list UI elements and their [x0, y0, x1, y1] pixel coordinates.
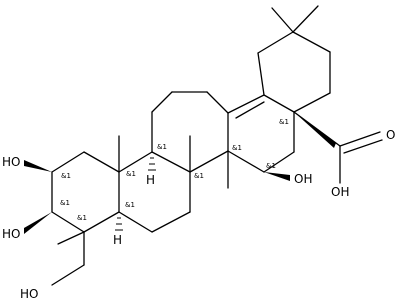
label-oh-c16: OH — [294, 172, 312, 186]
label-oh-c2: HO — [2, 155, 20, 169]
label-oh-c3: HO — [2, 227, 20, 241]
bond-skeleton — [51, 5, 383, 286]
stereo-hashes — [115, 157, 156, 231]
stereo-mark: &1 — [232, 144, 242, 152]
stereo-mark: &1 — [266, 162, 276, 170]
label-acid-oh: OH — [331, 185, 349, 199]
stereo-mark: &1 — [61, 172, 71, 180]
label-h-c5: H — [113, 233, 122, 247]
stereo-mark: &1 — [60, 199, 70, 207]
stereo-mark: &1 — [126, 170, 136, 178]
label-oh-ch2: HO — [20, 287, 38, 301]
stereo-mark: &1 — [157, 143, 167, 151]
label-acid-o: O — [386, 128, 395, 142]
stereo-wedges — [24, 112, 336, 234]
label-h-c9: H — [146, 173, 155, 187]
atom-labels: HO HO HO OH OH O H H — [2, 128, 395, 301]
stereo-mark: &1 — [125, 201, 135, 209]
stereo-marks: &1 &1 &1 &1 &1 &1 &1 &1 &1 &1 — [60, 118, 289, 222]
stereo-mark: &1 — [194, 172, 204, 180]
stereo-mark: &1 — [279, 118, 289, 126]
stereo-mark: &1 — [77, 214, 87, 222]
